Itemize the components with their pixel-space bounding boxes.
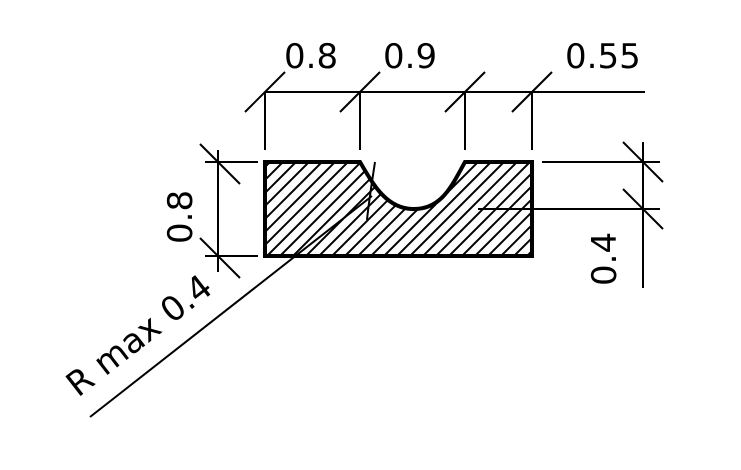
dimension-tick-2 — [339, 71, 381, 113]
dimension-label-top-left: 0.8 — [284, 37, 338, 77]
dimension-label-top-right: 0.55 — [565, 37, 641, 77]
depth-tick-top — [622, 141, 664, 183]
dimension-tick-4 — [511, 71, 553, 113]
radius-callout: R max 0.4 — [59, 161, 376, 418]
hatch-line — [672, 140, 741, 280]
dimension-label-groove-width: 0.9 — [383, 37, 437, 77]
radius-leader-tick — [366, 161, 376, 221]
depth-tick-bottom — [622, 188, 664, 230]
dimension-label-part-height: 0.8 — [161, 190, 201, 244]
height-tick-top — [199, 143, 241, 185]
radius-label: R max 0.4 — [59, 267, 220, 405]
hatch-line — [659, 140, 741, 280]
dimension-label-groove-depth: 0.4 — [585, 232, 625, 286]
hatch-line — [646, 140, 741, 280]
top-dimension-chain: 0.8 0.9 0.55 — [244, 37, 645, 150]
dimension-tick-1 — [244, 71, 286, 113]
radius-leader-line — [89, 195, 373, 418]
groove-depth-dimension: 0.4 — [478, 141, 664, 288]
height-dimension: 0.8 — [161, 143, 258, 279]
height-tick-bottom — [199, 237, 241, 279]
dimension-tick-3 — [444, 71, 486, 113]
